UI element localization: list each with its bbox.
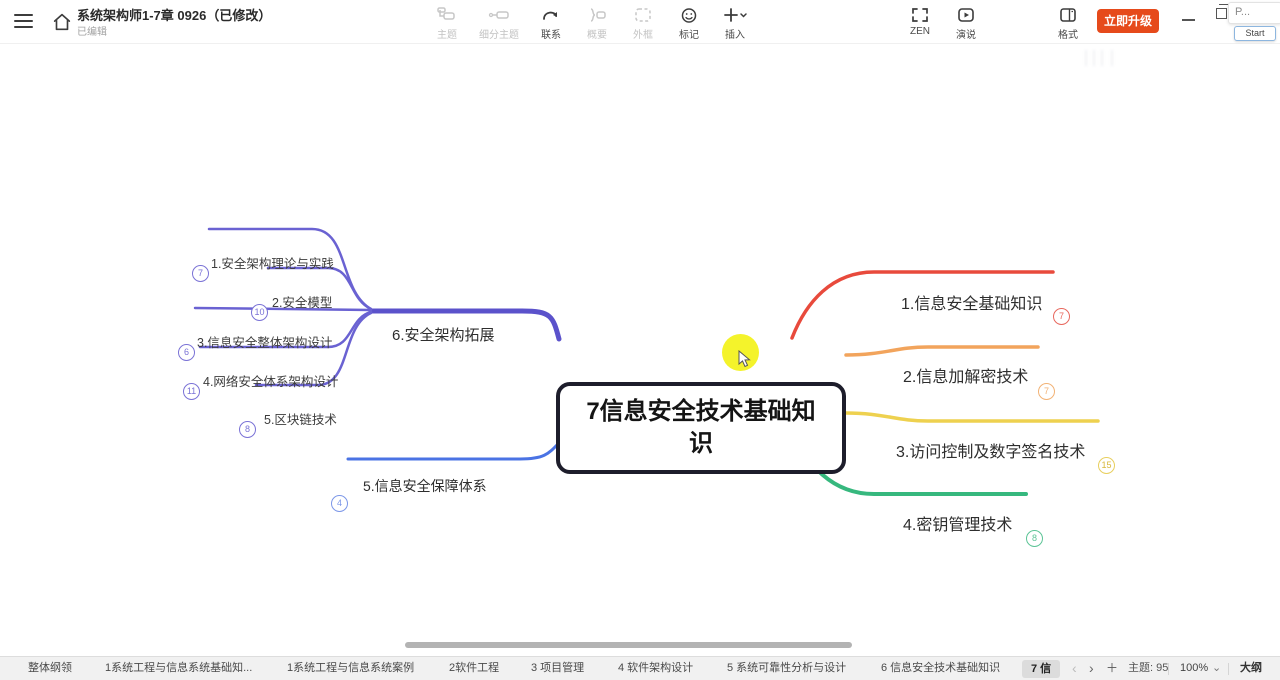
branch-access-control[interactable]: 3.访问控制及数字签名技术 xyxy=(896,444,1086,461)
relation-button[interactable]: 联系 xyxy=(528,5,574,41)
branch-line-encryption[interactable] xyxy=(844,345,1040,357)
badge-network-arch[interactable]: 11 xyxy=(183,383,200,400)
toolbar-center-group: 主题 细分主题 联系 概要 xyxy=(424,5,758,41)
sheet-tab-ch3[interactable]: 3 项目管理 xyxy=(531,662,585,674)
menu-icon[interactable] xyxy=(14,14,33,28)
top-toolbar: 系统架构师1-7章 0926（已修改） 已编辑 主题 细分主题 联系 xyxy=(0,0,1280,44)
summary-button[interactable]: 概要 xyxy=(574,5,620,41)
boundary-button[interactable]: 外框 xyxy=(620,5,666,41)
toolbar-format-group: 格式 xyxy=(1045,5,1091,41)
present-button[interactable]: 演说 xyxy=(943,5,989,41)
badge-security-model[interactable]: 10 xyxy=(251,304,268,321)
subbranch-theory-practice[interactable]: 1.安全架构理论与实践 xyxy=(211,257,334,271)
subbranch-security-model[interactable]: 2.安全模型 xyxy=(272,296,333,310)
recorder-popup: P... xyxy=(1228,2,1280,24)
sheet-tab-ch6[interactable]: 6 信息安全技术基础知识 xyxy=(881,662,1001,674)
minimize-icon[interactable] xyxy=(1182,19,1195,21)
sheet-tab-overview[interactable]: 整体纲领 xyxy=(28,662,72,674)
relation-icon xyxy=(528,5,574,25)
sheet-tab-ch5[interactable]: 5 系统可靠性分析与设计 xyxy=(727,662,847,674)
branch-line-assurance-system[interactable] xyxy=(346,429,573,461)
tab-prev-icon[interactable]: ‹ xyxy=(1072,660,1077,676)
document-title: 系统架构师1-7章 0926（已修改） xyxy=(77,8,272,23)
mouse-cursor-icon xyxy=(738,350,751,368)
subtopic-icon xyxy=(470,5,528,25)
add-sheet-icon[interactable]: ＋ xyxy=(1106,661,1119,675)
zen-mode-button[interactable]: ZEN xyxy=(897,5,943,41)
format-icon xyxy=(1045,5,1091,25)
tab-next-icon[interactable]: › xyxy=(1089,660,1094,676)
toolbar-right-group: ZEN 演说 xyxy=(897,5,989,41)
upgrade-button[interactable]: 立即升级 xyxy=(1097,9,1159,33)
restore-icon[interactable] xyxy=(1216,4,1230,19)
subtopic-button[interactable]: 细分主题 xyxy=(470,5,528,41)
subbranch-overall-arch[interactable]: 3.信息安全整体架构设计 xyxy=(197,336,333,350)
sheet-tab-ch7-active[interactable]: 7 信 xyxy=(1022,660,1061,678)
boundary-icon xyxy=(620,5,666,25)
mindmap-canvas[interactable]: 7信息安全技术基础知识 1.信息安全基础知识 2.信息加解密技术 3.访问控制及… xyxy=(0,44,1280,656)
zen-icon xyxy=(897,5,943,25)
divider xyxy=(1228,663,1229,675)
present-icon xyxy=(943,5,989,25)
topic-icon xyxy=(424,5,470,25)
sheet-tab-ch2[interactable]: 2软件工程 xyxy=(449,662,500,674)
sheet-tab-ch1-cases[interactable]: 1系统工程与信息系统案例 xyxy=(287,662,415,674)
zoom-chevron-down-icon[interactable]: ⌄ xyxy=(1212,662,1222,674)
horizontal-scrollbar[interactable] xyxy=(405,642,852,648)
badge-info-security-basics[interactable]: 7 xyxy=(1053,308,1070,325)
topic-count: 主题: 95 xyxy=(1128,662,1169,674)
badge-overall-arch[interactable]: 6 xyxy=(178,344,195,361)
badge-key-management[interactable]: 8 xyxy=(1026,530,1043,547)
divider xyxy=(1168,663,1169,675)
topic-button[interactable]: 主题 xyxy=(424,5,470,41)
watermark xyxy=(1085,46,1255,72)
marker-icon xyxy=(666,5,712,25)
subbranch-blockchain[interactable]: 5.区块链技术 xyxy=(264,413,337,427)
branch-security-arch[interactable]: 6.安全架构拓展 xyxy=(392,327,495,344)
badge-access-control[interactable]: 15 xyxy=(1098,457,1115,474)
insert-icon xyxy=(712,5,758,25)
outline-button[interactable]: 大纲 xyxy=(1240,662,1262,674)
badge-blockchain[interactable]: 8 xyxy=(239,421,256,438)
branch-key-management[interactable]: 4.密钥管理技术 xyxy=(903,517,1013,534)
branch-assurance-system[interactable]: 5.信息安全保障体系 xyxy=(363,478,487,494)
recorder-start-button[interactable]: Start xyxy=(1234,26,1276,41)
badge-assurance-system[interactable]: 4 xyxy=(331,495,348,512)
branch-info-security-basics[interactable]: 1.信息安全基础知识 xyxy=(901,296,1043,313)
badge-theory-practice[interactable]: 7 xyxy=(192,265,209,282)
sheet-tab-ch4[interactable]: 4 软件架构设计 xyxy=(618,662,694,674)
sheet-tab-bar: 整体纲领 1系统工程与信息系统基础知... 1系统工程与信息系统案例 2软件工程… xyxy=(0,656,1280,680)
sheet-tab-ch1-basics[interactable]: 1系统工程与信息系统基础知... xyxy=(105,662,253,674)
central-topic-text: 7信息安全技术基础知识 xyxy=(586,397,816,457)
home-icon[interactable] xyxy=(51,11,73,33)
subbranch-network-arch[interactable]: 4.网络安全体系架构设计 xyxy=(203,375,339,389)
marker-button[interactable]: 标记 xyxy=(666,5,712,41)
badge-encryption[interactable]: 7 xyxy=(1038,383,1055,400)
insert-button[interactable]: 插入 xyxy=(712,5,758,41)
summary-icon xyxy=(574,5,620,25)
zoom-level[interactable]: 100% xyxy=(1180,662,1209,674)
format-button[interactable]: 格式 xyxy=(1045,5,1091,41)
central-topic-node[interactable]: 7信息安全技术基础知识 xyxy=(556,382,846,474)
branch-encryption[interactable]: 2.信息加解密技术 xyxy=(903,369,1029,386)
document-status: 已编辑 xyxy=(77,27,107,38)
branch-line-access-control[interactable] xyxy=(844,411,1100,423)
